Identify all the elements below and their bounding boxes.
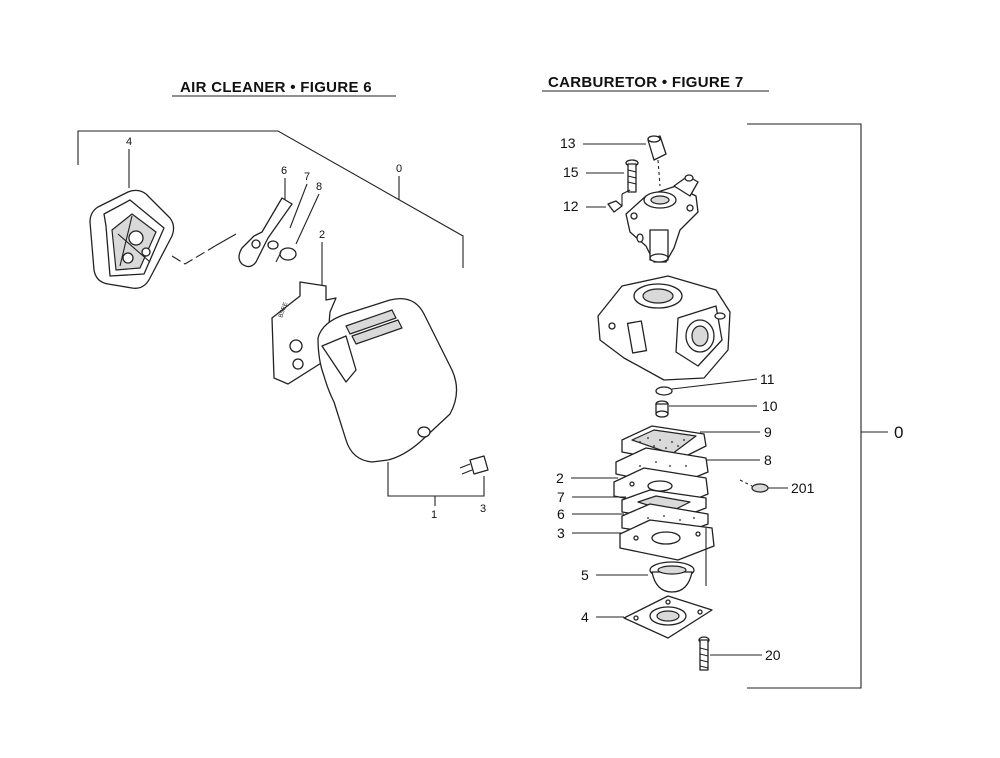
base-plate-4 [623, 595, 713, 639]
callout-4: 4 [126, 136, 132, 148]
figure-6-title: AIR CLEANER • FIGURE 6 [180, 79, 372, 96]
cover-screw [459, 455, 489, 475]
air-cleaner-cover [317, 297, 458, 463]
callout-10: 10 [762, 398, 778, 414]
callout-8: 8 [316, 181, 322, 193]
assembly-bracket-0-fig7 [747, 123, 862, 689]
carburetor-body [597, 275, 731, 381]
spacer-collar [275, 247, 297, 263]
callout-0: 0 [396, 163, 402, 175]
figure-7-carburetor: CARBURETOR • FIGURE 7 0 13 15 12 [542, 74, 903, 689]
callout-4-fig7: 4 [581, 609, 589, 625]
gasket-stamp: BSEE [278, 302, 289, 319]
callout-13: 13 [560, 135, 576, 151]
callout-20: 20 [765, 647, 781, 663]
callout-0-fig7: 0 [894, 423, 903, 442]
callout-7: 7 [304, 171, 310, 183]
callout-7-fig7: 7 [557, 489, 565, 505]
callout-201: 201 [791, 480, 815, 496]
mounting-screw-15 [625, 159, 639, 193]
adjuster-cap [647, 135, 667, 187]
washer [267, 240, 279, 250]
callout-12: 12 [563, 198, 579, 214]
callout-5: 5 [581, 567, 589, 583]
callout-3: 3 [480, 503, 486, 515]
callout-8-fig7: 8 [764, 452, 772, 468]
small-nut [607, 200, 623, 213]
assembly-bracket-0 [77, 130, 464, 268]
figure-7-title: CARBURETOR • FIGURE 7 [548, 74, 743, 91]
bracket-plate [214, 197, 293, 268]
callout-2: 2 [319, 229, 325, 241]
callout-2-fig7: 2 [556, 470, 564, 486]
inlet-valve-10 [655, 400, 669, 418]
metering-cover-3 [619, 519, 715, 561]
filter-screen-201 [751, 483, 769, 493]
callout-9: 9 [764, 424, 772, 440]
air-filter-element [89, 189, 175, 289]
callout-1: 1 [431, 509, 437, 521]
carburetor-upper-housing [625, 174, 699, 263]
callout-15: 15 [563, 164, 579, 180]
callout-6-fig7: 6 [557, 506, 565, 522]
callout-11: 11 [760, 371, 775, 387]
primer-bulb-5 [649, 561, 695, 593]
o-ring-11 [655, 386, 673, 396]
filter-leader [171, 245, 216, 265]
long-screw-20 [698, 636, 710, 671]
callout-6: 6 [281, 165, 287, 177]
callout-3-fig7: 3 [557, 525, 565, 541]
figure-6-air-cleaner: AIR CLEANER • FIGURE 6 0 4 6 7 [77, 79, 489, 521]
